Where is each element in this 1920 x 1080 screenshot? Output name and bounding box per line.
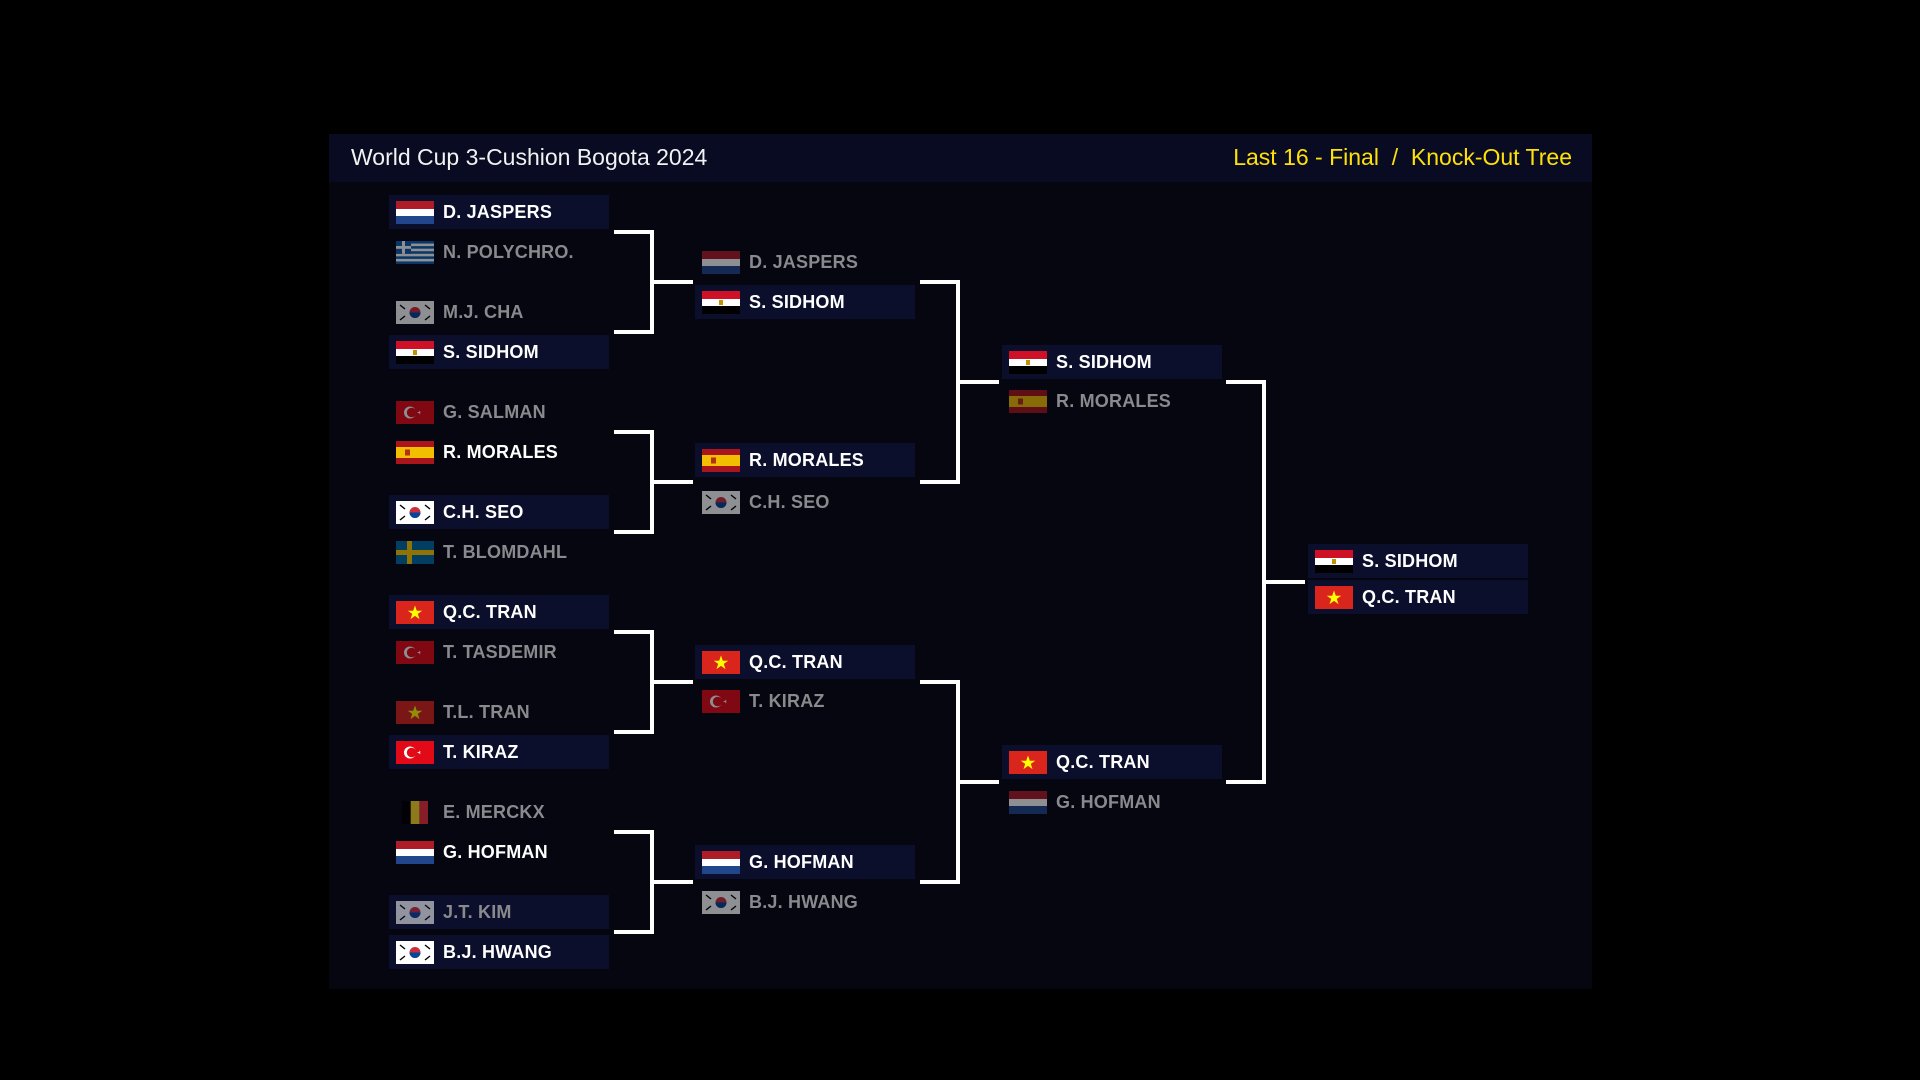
egypt-flag-icon [1315, 549, 1353, 573]
player-name: G. HOFMAN [443, 841, 548, 862]
player-name: T. KIRAZ [749, 690, 825, 711]
player-name: Q.C. TRAN [443, 601, 537, 622]
netherlands-flag-icon [1009, 790, 1047, 814]
netherlands-flag-icon [396, 840, 434, 864]
player-name: S. SIDHOM [1362, 550, 1458, 571]
korea-flag-icon [702, 490, 740, 514]
turkey-flag-icon [396, 640, 434, 664]
player-name: Q.C. TRAN [1056, 751, 1150, 772]
turkey-flag-icon [702, 689, 740, 713]
quarterfinal-player-slot: T. KIRAZ [695, 684, 915, 718]
player-name: G. HOFMAN [1056, 791, 1161, 812]
turkey-flag-icon [396, 740, 434, 764]
korea-flag-icon [702, 890, 740, 914]
page-subtitle: Last 16 - Final / Knock-Out Tree [1233, 144, 1572, 171]
egypt-flag-icon [396, 340, 434, 364]
player-name: G. SALMAN [443, 401, 546, 422]
quarterfinal-player-slot: R. MORALES [695, 443, 915, 477]
last16-player-slot: D. JASPERS [389, 195, 609, 229]
vietnam-flag-icon [702, 650, 740, 674]
semifinal-player-slot: Q.C. TRAN [1002, 745, 1222, 779]
last16-player-slot: T. TASDEMIR [389, 635, 609, 669]
greece-flag-icon [396, 240, 434, 264]
korea-flag-icon [396, 300, 434, 324]
last16-player-slot: E. MERCKX [389, 795, 609, 829]
player-name: N. POLYCHRO. [443, 241, 574, 262]
netherlands-flag-icon [396, 200, 434, 224]
quarterfinal-player-slot: D. JASPERS [695, 245, 915, 279]
player-name: M.J. CHA [443, 301, 524, 322]
player-name: S. SIDHOM [749, 291, 845, 312]
player-name: S. SIDHOM [443, 341, 539, 362]
last16-player-slot: R. MORALES [389, 435, 609, 469]
final-player-slot: S. SIDHOM [1308, 544, 1528, 578]
player-name: C.H. SEO [443, 501, 524, 522]
last16-player-slot: M.J. CHA [389, 295, 609, 329]
vietnam-flag-icon [396, 600, 434, 624]
vietnam-flag-icon [1009, 750, 1047, 774]
player-name: J.T. KIM [443, 901, 512, 922]
last16-player-slot: J.T. KIM [389, 895, 609, 929]
netherlands-flag-icon [702, 250, 740, 274]
view-label: Knock-Out Tree [1410, 144, 1572, 170]
last16-player-slot: C.H. SEO [389, 495, 609, 529]
korea-flag-icon [396, 500, 434, 524]
player-name: T. BLOMDAHL [443, 541, 568, 562]
quarterfinal-player-slot: G. HOFMAN [695, 845, 915, 879]
semifinal-player-slot: R. MORALES [1002, 384, 1222, 418]
korea-flag-icon [396, 900, 434, 924]
player-name: Q.C. TRAN [1362, 586, 1456, 607]
player-name: B.J. HWANG [749, 891, 859, 912]
quarterfinal-player-slot: C.H. SEO [695, 485, 915, 519]
player-name: Q.C. TRAN [749, 651, 843, 672]
final-player-slot: Q.C. TRAN [1308, 580, 1528, 614]
egypt-flag-icon [702, 290, 740, 314]
player-name: D. JASPERS [749, 251, 859, 272]
separator: / [1391, 144, 1399, 170]
vietnam-flag-icon [1315, 585, 1353, 609]
player-name: B.J. HWANG [443, 941, 553, 962]
turkey-flag-icon [396, 400, 434, 424]
last16-player-slot: S. SIDHOM [389, 335, 609, 369]
vietnam-flag-icon [396, 700, 434, 724]
spain-flag-icon [1009, 389, 1047, 413]
player-name: R. MORALES [749, 449, 865, 470]
last16-player-slot: Q.C. TRAN [389, 595, 609, 629]
quarterfinal-player-slot: Q.C. TRAN [695, 645, 915, 679]
last16-player-slot: T. KIRAZ [389, 735, 609, 769]
quarterfinal-player-slot: S. SIDHOM [695, 285, 915, 319]
semifinal-player-slot: G. HOFMAN [1002, 785, 1222, 819]
player-name: E. MERCKX [443, 801, 545, 822]
last16-player-slot: T.L. TRAN [389, 695, 609, 729]
quarterfinal-player-slot: B.J. HWANG [695, 885, 915, 919]
sweden-flag-icon [396, 540, 434, 564]
spain-flag-icon [702, 448, 740, 472]
spain-flag-icon [396, 440, 434, 464]
last16-player-slot: N. POLYCHRO. [389, 235, 609, 269]
player-name: T.L. TRAN [443, 701, 530, 722]
semifinal-player-slot: S. SIDHOM [1002, 345, 1222, 379]
last16-player-slot: B.J. HWANG [389, 935, 609, 969]
egypt-flag-icon [1009, 350, 1047, 374]
korea-flag-icon [396, 940, 434, 964]
page-title: World Cup 3-Cushion Bogota 2024 [351, 144, 708, 170]
player-name: S. SIDHOM [1056, 351, 1152, 372]
player-name: G. HOFMAN [749, 851, 854, 872]
stage-label: Last 16 - Final [1233, 144, 1379, 170]
last16-player-slot: G. SALMAN [389, 395, 609, 429]
belgium-flag-icon [396, 800, 434, 824]
player-name: T. TASDEMIR [443, 641, 557, 662]
player-name: D. JASPERS [443, 201, 553, 222]
player-name: T. KIRAZ [443, 741, 519, 762]
player-name: R. MORALES [1056, 390, 1172, 411]
player-name: R. MORALES [443, 441, 559, 462]
player-name: C.H. SEO [749, 491, 830, 512]
last16-player-slot: T. BLOMDAHL [389, 535, 609, 569]
netherlands-flag-icon [702, 850, 740, 874]
last16-player-slot: G. HOFMAN [389, 835, 609, 869]
header-bar: World Cup 3-Cushion Bogota 2024 Last 16 … [329, 134, 1592, 182]
